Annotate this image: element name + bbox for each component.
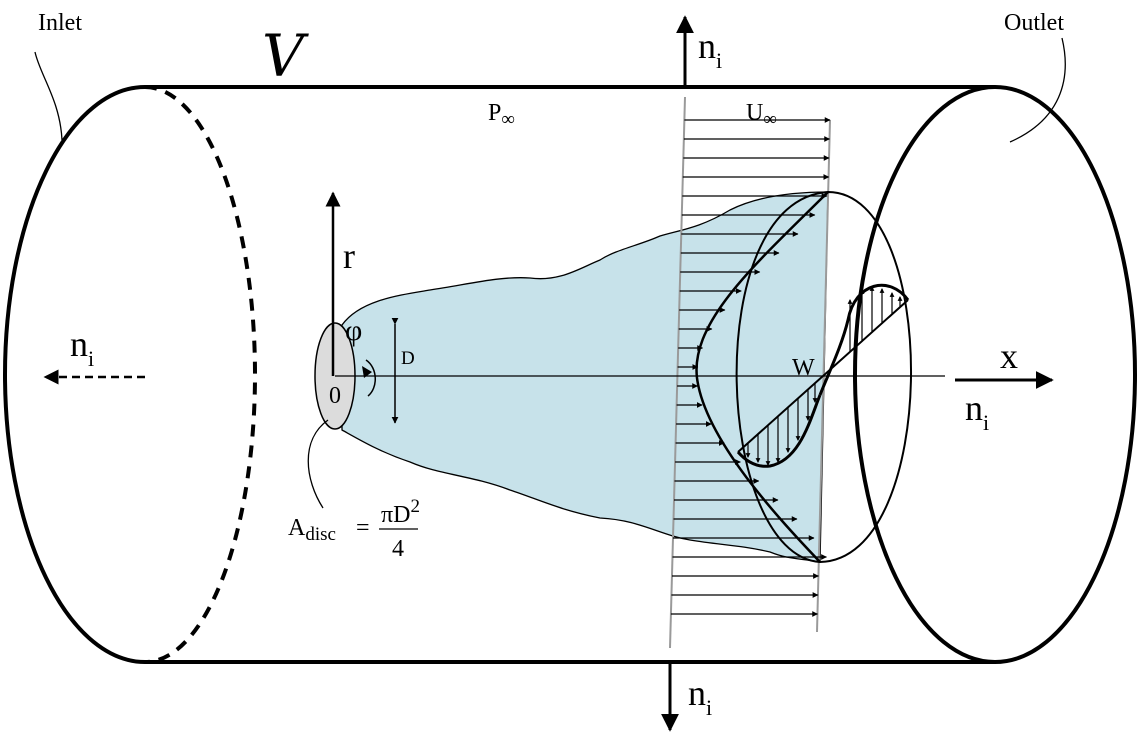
disc-area-leader: [307, 419, 329, 509]
outlet-leader: [1009, 37, 1066, 143]
swirl-velocity-label: W: [792, 355, 815, 381]
outlet-face: [853, 85, 1137, 664]
rotation-arrow-icon: [365, 359, 376, 397]
normal-inlet-label: ni: [70, 324, 94, 371]
disc-area-formula: Adisc = πD2 4: [288, 496, 420, 562]
velocity-profile-curve: [695, 191, 829, 563]
swirl-arrows: [745, 286, 903, 466]
freestream-velocity-label: U∞: [746, 100, 777, 130]
normal-top-label: ni: [698, 26, 722, 73]
normal-outlet-label: ni: [965, 388, 989, 435]
diameter-label: D: [401, 348, 415, 369]
origin-label: 0: [329, 383, 341, 409]
area-symbol: Adisc: [288, 515, 336, 545]
profile-baseline: [669, 96, 686, 649]
inlet-label: Inlet: [38, 10, 82, 36]
area-equals: =: [356, 515, 370, 541]
x-axis-label: x: [1000, 336, 1018, 376]
swirl-curve-lower: [736, 394, 822, 468]
phi-label: φ: [345, 314, 362, 347]
inlet-face-front: [3, 85, 146, 664]
r-axis-label: r: [343, 236, 355, 276]
pressure-label: P∞: [488, 100, 515, 130]
swirl-curve-upper: [818, 283, 910, 396]
inlet-leader: [34, 51, 63, 141]
normal-bottom-label: ni: [688, 673, 712, 720]
rotation-arrowhead-icon: [362, 366, 372, 378]
inlet-face-hidden: [144, 85, 257, 664]
plane-ellipse: [735, 190, 912, 564]
outlet-label: Outlet: [1004, 10, 1064, 36]
area-denominator: 4: [392, 536, 404, 562]
area-numerator: πD2: [381, 496, 420, 528]
volume-label: V: [262, 22, 309, 90]
